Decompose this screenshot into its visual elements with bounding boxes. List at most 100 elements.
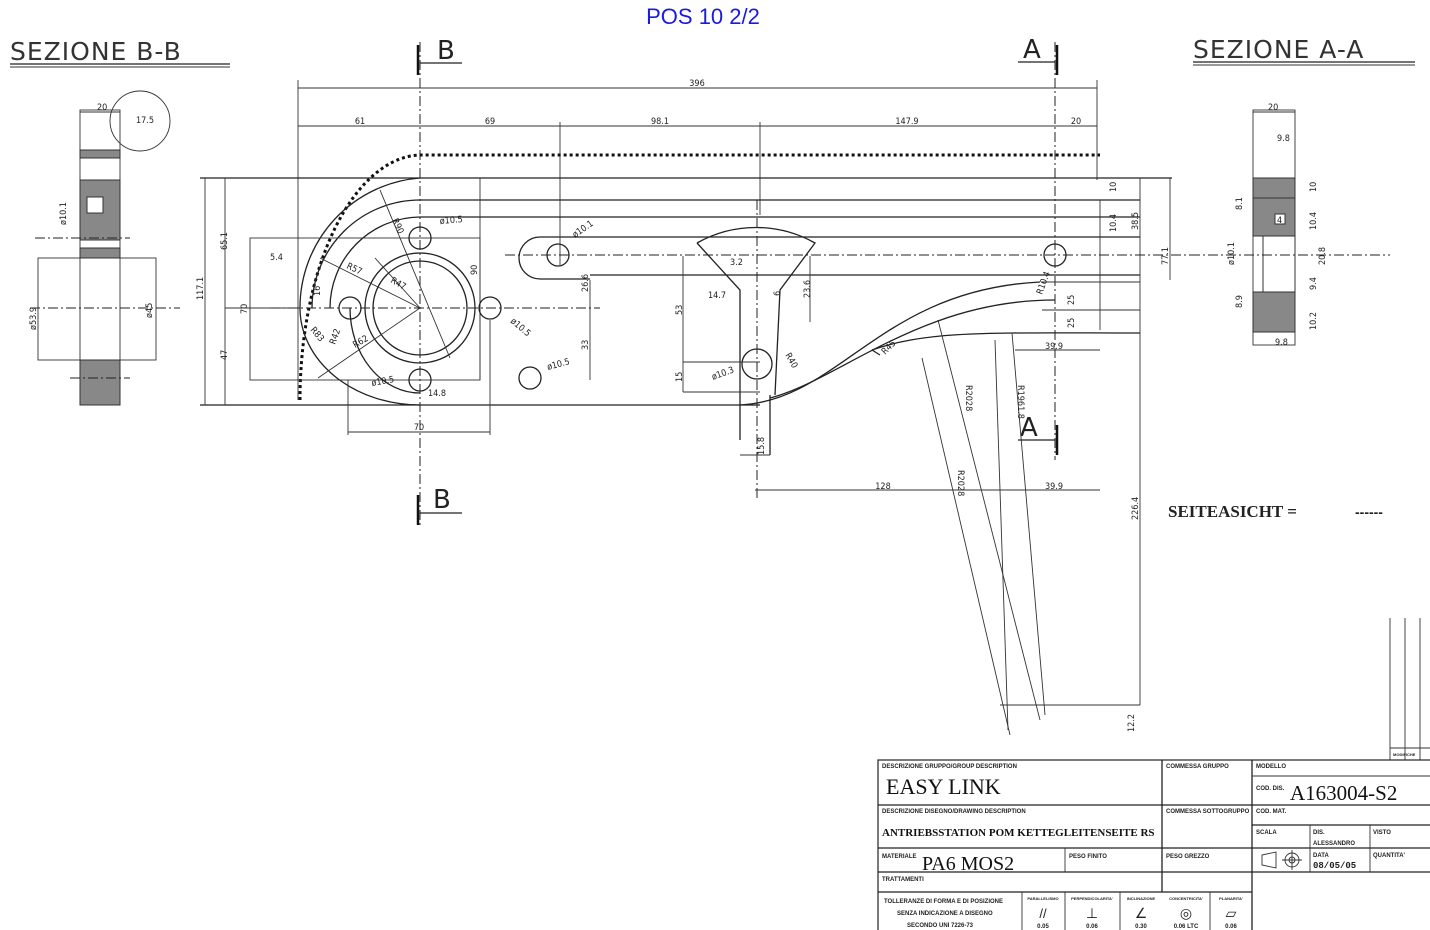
data-value: 08/05/05 xyxy=(1313,861,1356,871)
dim-12-2: 12.2 xyxy=(1127,714,1137,732)
dim-128: 128 xyxy=(875,482,890,492)
dim-25-b: 25 xyxy=(1067,318,1077,328)
dim-d10-3: ø10.3 xyxy=(711,366,736,383)
peso-finito-label: PESO FINITO xyxy=(1069,854,1107,860)
tolerance-value: 0.06 xyxy=(1225,924,1237,930)
dim-14-8: 14.8 xyxy=(428,389,446,399)
cut-line-aa: A A xyxy=(1018,35,1059,460)
cut-label-a-bottom: A xyxy=(1020,413,1038,443)
dim-38-5: 38.5 xyxy=(1131,212,1141,230)
aa-dim-10-2: 10.2 xyxy=(1309,312,1319,330)
dim-47: 47 xyxy=(220,350,230,360)
drawing-desc-label: DESCRIZIONE DISEGNO/DRAWING DESCRIPTION xyxy=(882,809,1026,815)
tolerance-value: 0.05 xyxy=(1037,924,1049,930)
dim-10: 10 xyxy=(1109,182,1119,192)
dim-98: 98.1 xyxy=(651,117,669,127)
dim-61: 61 xyxy=(355,117,365,127)
revision-column: MODIFICHE xyxy=(1389,618,1430,760)
parallelism-icon: // xyxy=(1039,906,1047,921)
peso-grezzo-label: PESO GREZZO xyxy=(1166,854,1210,860)
tolerance-name: INCLINAZIONE xyxy=(1127,896,1156,901)
dim-r2028: R2028 xyxy=(963,385,973,411)
perpendicularity-icon: ⊥ xyxy=(1086,905,1098,921)
dim-33: 33 xyxy=(581,340,591,350)
aa-dim-9-4: 9.4 xyxy=(1309,277,1319,290)
aa-dim-20-8: 20.8 xyxy=(1318,247,1328,265)
bb-dim-d45: ø45 xyxy=(145,303,155,318)
dim-147: 147.9 xyxy=(895,117,918,127)
cut-line-bb: B B xyxy=(416,36,462,525)
dim-117: 117.1 xyxy=(196,277,206,300)
scala-label: SCALA xyxy=(1256,830,1277,836)
tolerance-value: 0.06 xyxy=(1086,924,1098,930)
cut-label-b-top: B xyxy=(437,36,455,66)
dim-r90: R90 xyxy=(389,217,405,236)
section-bb-label: SEZIONE B-B xyxy=(10,37,182,66)
side-view-label: SEITEASICHT = xyxy=(1168,502,1297,521)
commessa-sottogruppo-label: COMMESSA SOTTOGRUPPO xyxy=(1166,809,1250,815)
angularity-icon: ∠ xyxy=(1135,905,1148,921)
dim-16: 16 xyxy=(313,286,323,296)
dim-39-9-bottom: 39.9 xyxy=(1045,482,1063,492)
dim-r45: R45 xyxy=(880,339,898,357)
dim-25-a: 25 xyxy=(1067,295,1077,305)
section-bb-view: 20 17.5 ø10.1 ø53.9 ø45 xyxy=(29,90,180,406)
section-aa-label: SEZIONE A-A xyxy=(1193,35,1364,64)
dim-15-8: 15.8 xyxy=(757,437,767,455)
dim-20: 20 xyxy=(1071,117,1081,127)
tolerance-name: PERPENDICOLARITA' xyxy=(1071,896,1113,901)
flatness-icon: ▱ xyxy=(1226,905,1237,921)
dim-total: 396 xyxy=(689,79,704,89)
tolerance-name: PLANARITA' xyxy=(1219,896,1243,901)
dim-w70: 70 xyxy=(414,423,424,433)
aa-dim-d10-1: ø10.1 xyxy=(1227,242,1237,265)
dis-label: DIS. xyxy=(1313,830,1325,836)
tolerance-inclination: INCLINAZIONE ∠ 0.30 xyxy=(1127,896,1156,930)
cut-label-b-bottom: B xyxy=(433,485,451,515)
title-block: DESCRIZIONE GRUPPO/GROUP DESCRIPTION EAS… xyxy=(877,759,1430,930)
dim-69: 69 xyxy=(485,117,495,127)
cod-dis-label: COD. DIS. xyxy=(1256,786,1285,792)
dim-39-9-top: 39.9 xyxy=(1045,342,1063,352)
dimension-labels: 117.1 65.1 47 70 5.4 16 R90 R57 R47 R62 … xyxy=(196,182,1171,732)
aa-dim-10-4: 10.4 xyxy=(1309,212,1319,230)
dim-10-4: 10.4 xyxy=(1109,214,1119,232)
tolerance-line: SENZA INDICAZIONE A DISEGNO xyxy=(897,911,993,917)
tolerance-flatness: PLANARITA' ▱ 0.06 xyxy=(1219,896,1243,930)
dim-3-2: 3.2 xyxy=(730,258,743,268)
tolerance-name: CONCENTRICITA' xyxy=(1169,896,1203,901)
dim-r40: R40 xyxy=(782,352,799,371)
dim-65: 65.1 xyxy=(220,232,230,250)
hole-left xyxy=(338,296,362,320)
dim-r83: R83 xyxy=(308,326,326,345)
materiale-value: PA6 MOS2 xyxy=(922,853,1014,875)
aa-dim-4: 4 xyxy=(1277,216,1282,226)
visto-label: VISTO xyxy=(1373,830,1391,836)
section-aa-view: 20 9.8 10 10.4 8.1 ø10.1 20.8 9.4 8.9 10… xyxy=(1190,103,1390,348)
aa-dim-8-9: 8.9 xyxy=(1235,295,1245,308)
hole-bottom xyxy=(408,368,432,392)
dim-26-6: 26.6 xyxy=(581,274,591,292)
materiale-label: MATERIALE xyxy=(882,854,917,860)
dim-hole-outer: ø10.5 xyxy=(546,357,571,373)
dis-name: ALESSANDRO xyxy=(1313,841,1355,847)
dim-77-1: 77.1 xyxy=(1161,247,1171,265)
aa-dim-8-1: 8.1 xyxy=(1235,197,1245,210)
group-desc: EASY LINK xyxy=(886,774,1001,799)
top-dimensions: 396 61 69 98.1 147.9 20 xyxy=(297,79,1098,400)
bb-dim-d53: ø53.9 xyxy=(29,307,39,330)
dim-14-7: 14.7 xyxy=(708,291,726,301)
tolerance-parallelism: PARALLELISMO // 0.05 xyxy=(1027,896,1058,930)
bb-dim-17-5: 17.5 xyxy=(136,116,154,126)
section-aa-heading: SEZIONE A-A xyxy=(1193,35,1415,66)
quantita-label: QUANTITA' xyxy=(1373,853,1406,859)
hole-right xyxy=(478,296,502,320)
dim-70: 70 xyxy=(240,304,250,314)
tolerance-line: SECONDO UNI 7226-73 xyxy=(907,923,974,929)
data-label: DATA xyxy=(1313,853,1329,859)
dim-hole-right: ø10.5 xyxy=(508,317,532,339)
hole-top xyxy=(408,226,432,250)
part-outline xyxy=(200,153,1200,736)
tolerance-line: TOLLERANZE DI FORMA E DI POSIZIONE xyxy=(884,899,1003,905)
